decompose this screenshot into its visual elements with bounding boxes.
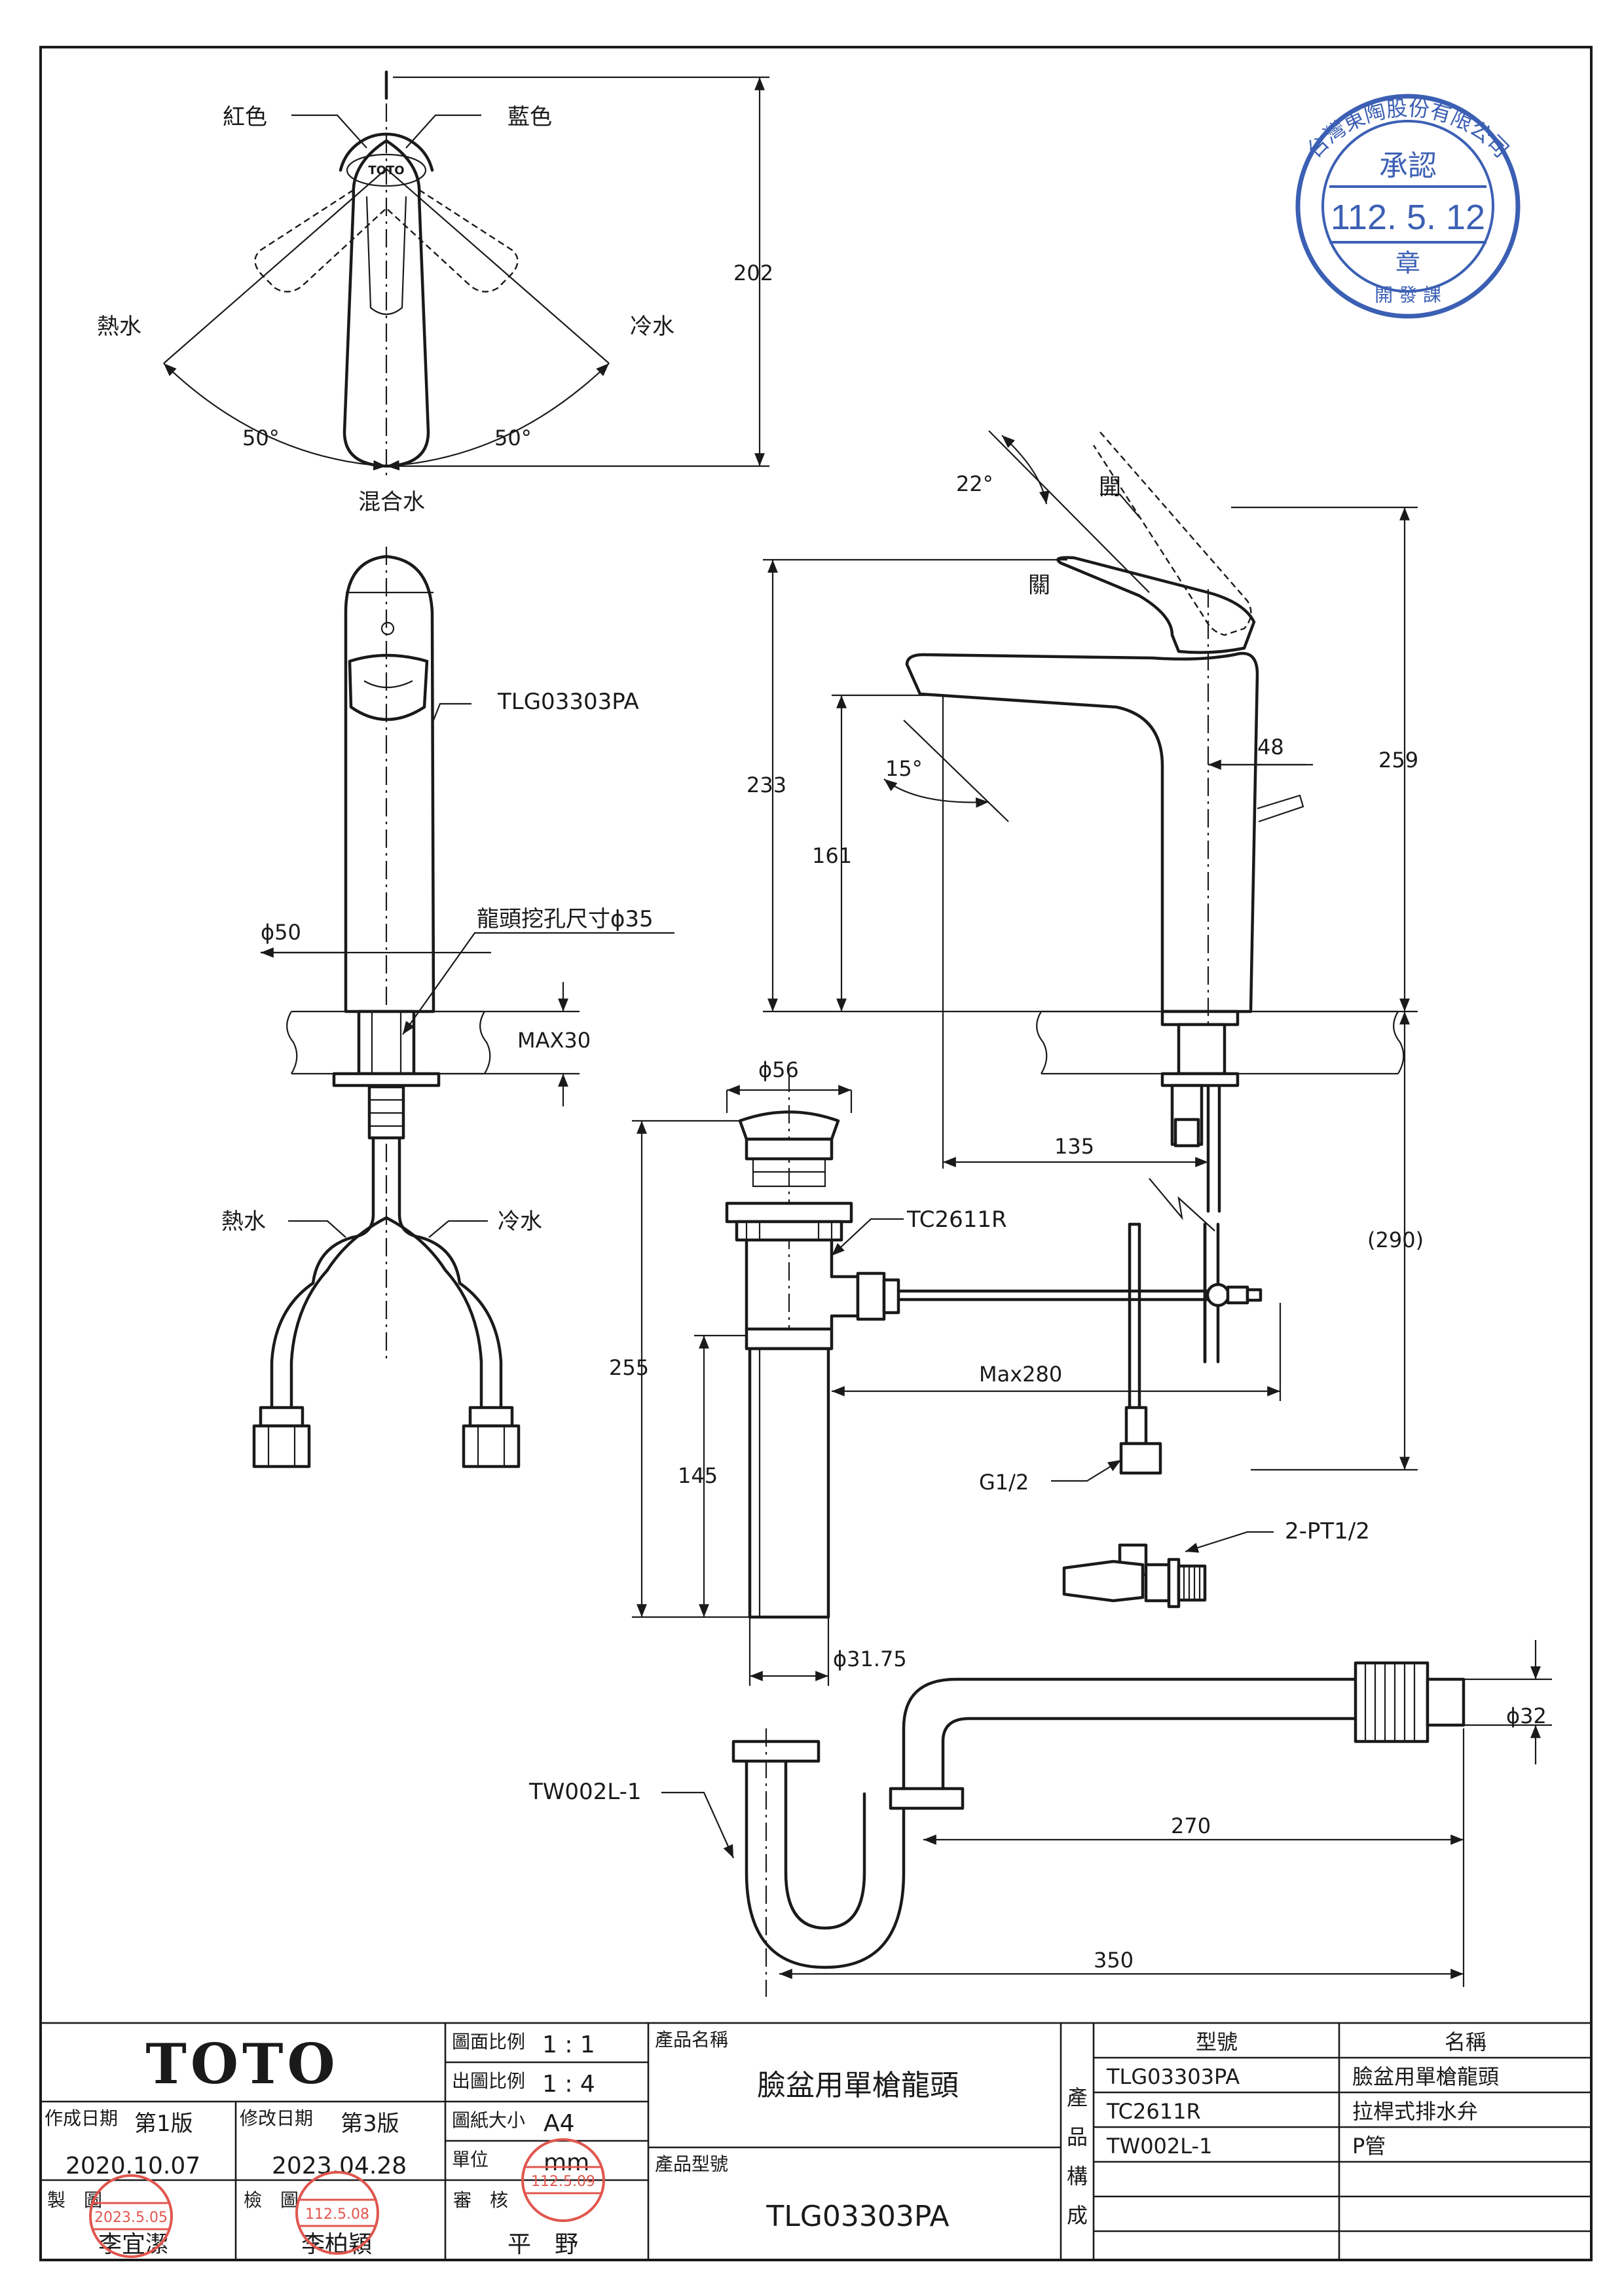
maker-name: 李宜潔 bbox=[98, 2231, 169, 2258]
top-view: TOTO bbox=[163, 70, 769, 478]
angle-right-label: 50° bbox=[494, 426, 532, 450]
open-position-label: 開 bbox=[1099, 474, 1121, 500]
composition-char-3: 構 bbox=[1067, 2164, 1088, 2189]
dim-259: 259 bbox=[1378, 748, 1418, 773]
thread-g12-label: G1/2 bbox=[979, 1470, 1029, 1495]
stamp-date: 112. 5. 12 bbox=[1331, 198, 1485, 237]
dim-202: 202 bbox=[733, 261, 773, 285]
component-model-2: TC2611R bbox=[1106, 2099, 1201, 2124]
paper-size-value: A4 bbox=[544, 2110, 575, 2137]
dim-255: 255 bbox=[609, 1355, 649, 1380]
valve-pt12-label: 2-PT1/2 bbox=[1285, 1518, 1370, 1544]
checker-stamp-date: 112.5.08 bbox=[305, 2206, 369, 2223]
composition-char-4: 成 bbox=[1067, 2203, 1088, 2228]
cold-hose-label: 冷水 bbox=[498, 1209, 542, 1235]
component-name-2: 拉桿式排水弁 bbox=[1352, 2099, 1478, 2124]
component-model-3: TW002L-1 bbox=[1106, 2134, 1212, 2159]
ptrap-diameter: ϕ32 bbox=[1506, 1704, 1547, 1728]
hole-size-label: 龍頭挖孔尺寸ϕ35 bbox=[477, 906, 654, 932]
side-view bbox=[763, 430, 1418, 1471]
ptrap-model-callout: TW002L-1 bbox=[528, 1779, 642, 1805]
table-header-model: 型號 bbox=[1196, 2030, 1238, 2054]
revised-date: 2023.04.28 bbox=[272, 2153, 407, 2179]
open-angle-label: 22° bbox=[956, 471, 993, 496]
paper-size-label: 圖紙大小 bbox=[452, 2109, 525, 2131]
front-view bbox=[252, 547, 674, 1468]
unit-label: 單位 bbox=[452, 2149, 489, 2170]
reviewer-label: 審 核 bbox=[453, 2189, 508, 2211]
unit-value: mm bbox=[544, 2149, 589, 2176]
print-scale-value: 1 : 4 bbox=[542, 2071, 595, 2098]
faucet-model-callout: TLG03303PA bbox=[497, 689, 639, 715]
drain-pipe-diameter: ϕ31.75 bbox=[833, 1647, 907, 1671]
checker-label: 檢 圖 bbox=[244, 2189, 299, 2211]
revised-date-label: 修改日期 bbox=[240, 2107, 313, 2129]
mixed-water-label: 混合水 bbox=[358, 489, 425, 515]
dim-161: 161 bbox=[812, 843, 852, 868]
composition-char-1: 產 bbox=[1067, 2085, 1088, 2110]
dim-233: 233 bbox=[747, 773, 786, 797]
product-model-label: 產品型號 bbox=[655, 2153, 728, 2175]
product-model: TLG03303PA bbox=[766, 2200, 949, 2233]
red-color-label: 紅色 bbox=[223, 104, 267, 130]
title-block-grid bbox=[39, 2022, 1593, 2261]
hot-hose-label: 熱水 bbox=[221, 1209, 266, 1235]
body-diameter-label: ϕ50 bbox=[261, 920, 301, 945]
dim-290: (290) bbox=[1367, 1228, 1424, 1252]
dim-48: 48 bbox=[1257, 735, 1284, 759]
max-thickness-label: MAX30 bbox=[517, 1028, 591, 1053]
checker-stamp: 112.5.08 bbox=[295, 2171, 379, 2255]
dim-max280: Max280 bbox=[979, 1362, 1062, 1387]
scale-value: 1 : 1 bbox=[542, 2032, 595, 2058]
product-name-label: 產品名稱 bbox=[655, 2029, 728, 2050]
reviewer-stamp-date: 112.5.09 bbox=[531, 2174, 595, 2190]
maker-stamp: 2023.5.05 bbox=[89, 2174, 173, 2258]
dim-145: 145 bbox=[678, 1463, 718, 1488]
created-date-label: 作成日期 bbox=[45, 2107, 118, 2129]
spout-angle-label: 15° bbox=[885, 756, 923, 781]
drain-model-callout: TC2611R bbox=[906, 1207, 1007, 1233]
reviewer-stamp: 112.5.09 bbox=[521, 2138, 605, 2222]
approval-stamp: 台灣東陶股份有限公司 承認 112. 5. 12 章 開 發 課 bbox=[1295, 94, 1521, 319]
cold-water-label: 冷水 bbox=[630, 314, 674, 340]
drain-assembly bbox=[632, 1074, 1282, 1686]
revised-version: 第3版 bbox=[341, 2111, 399, 2137]
reviewer-name: 平 野 bbox=[507, 2231, 578, 2258]
scale-label: 圖面比例 bbox=[452, 2031, 525, 2052]
blue-color-label: 藍色 bbox=[507, 104, 552, 130]
stamp-department: 開 發 課 bbox=[1375, 284, 1441, 306]
maker-stamp-date: 2023.5.05 bbox=[94, 2210, 168, 2226]
table-header-name: 名稱 bbox=[1445, 2030, 1486, 2054]
product-name: 臉盆用單槍龍頭 bbox=[757, 2069, 959, 2102]
component-name-1: 臉盆用單槍龍頭 bbox=[1352, 2064, 1499, 2089]
stamp-approved-word: 承認 bbox=[1379, 149, 1437, 183]
svg-text:TOTO: TOTO bbox=[368, 164, 404, 177]
hot-water-label: 熱水 bbox=[97, 314, 141, 340]
drain-top-diameter: ϕ56 bbox=[758, 1057, 799, 1082]
component-model-1: TLG03303PA bbox=[1106, 2064, 1240, 2089]
dim-350: 350 bbox=[1094, 1948, 1134, 1973]
p-trap bbox=[661, 1640, 1552, 1997]
print-scale-label: 出圖比例 bbox=[452, 2070, 525, 2092]
component-name-3: P管 bbox=[1352, 2134, 1386, 2159]
created-version: 第1版 bbox=[134, 2111, 193, 2137]
angle-left-label: 50° bbox=[242, 426, 280, 450]
stamp-seal-word: 章 bbox=[1395, 249, 1420, 278]
close-position-label: 關 bbox=[1028, 572, 1050, 598]
toto-logo: TOTO bbox=[145, 2032, 339, 2096]
dim-135: 135 bbox=[1054, 1134, 1094, 1159]
composition-char-2: 品 bbox=[1067, 2124, 1088, 2149]
dim-270: 270 bbox=[1171, 1813, 1211, 1838]
